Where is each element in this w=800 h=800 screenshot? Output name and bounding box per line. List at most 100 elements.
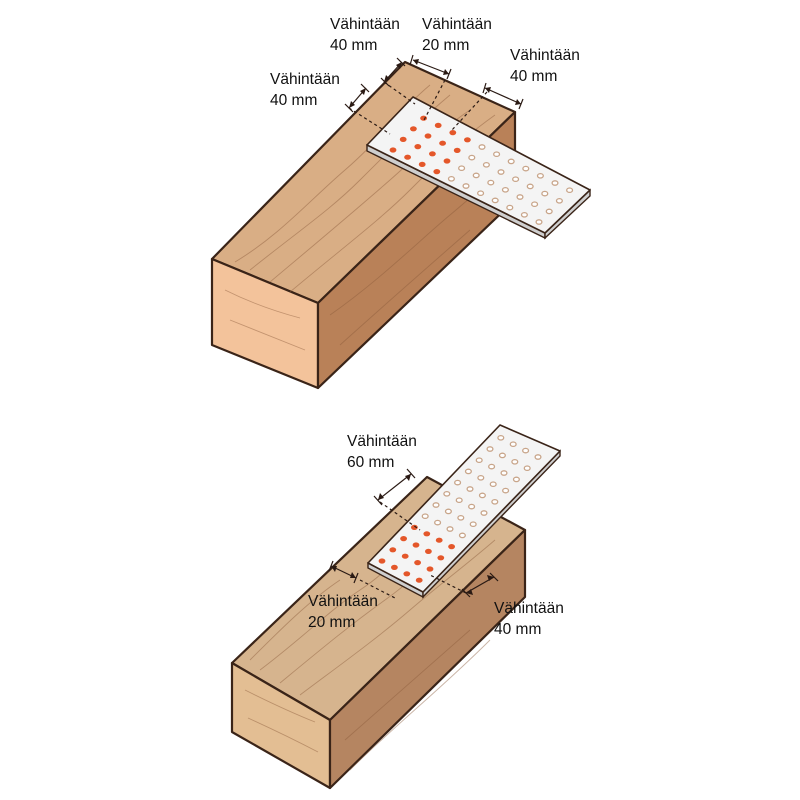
plate-2-hole — [488, 463, 496, 470]
plate-2-nail — [391, 564, 398, 571]
plate-1-nail — [464, 137, 471, 143]
plate-1-hole — [462, 183, 470, 189]
dimension-labels-1: Vähintään 40 mm Vähintään 20 mm Vähintää… — [270, 16, 580, 109]
plate-2-hole — [509, 441, 517, 448]
plate-1-face — [366, 96, 591, 234]
plate-2-hole — [444, 508, 452, 515]
dim-1-d-ext — [451, 91, 488, 131]
dim-1-label-c-line2: 40 mm — [270, 92, 317, 109]
plate-1-hole — [468, 154, 476, 161]
plate-1-hole — [478, 144, 486, 150]
plate-2-hole — [455, 497, 463, 504]
plate-1-hole — [458, 165, 466, 172]
dimension-labels-2: Vähintään 60 mm Vähintään 20 mm Vähintää… — [308, 433, 564, 638]
plate-1-nail — [424, 133, 432, 139]
plate-1-hole — [497, 169, 505, 175]
plate-1-hole — [535, 219, 543, 225]
plate-1-hole — [487, 179, 495, 186]
plate-2-nail — [435, 537, 443, 543]
dim-2-label-c-line2: 40 mm — [494, 621, 541, 638]
plate-1-nail — [429, 151, 436, 157]
plate-2-hole — [498, 452, 506, 459]
plate-2-hole — [534, 454, 542, 460]
plate-1-hole — [555, 197, 563, 204]
plate-2-hole — [502, 487, 510, 494]
plate-1-nail — [449, 130, 457, 136]
beam-2-side-face — [328, 528, 527, 790]
plate-1-hole — [507, 158, 515, 165]
plate-2-nail — [389, 547, 397, 553]
dimension-lines-1 — [344, 54, 524, 135]
plate-1-hole — [526, 183, 534, 190]
diagram-2: Vähintään 60 mm Vähintään 20 mm Vähintää… — [230, 424, 564, 790]
plate-1-nail — [434, 122, 442, 128]
plate-1-holes — [389, 115, 574, 225]
plate-1-nail — [410, 126, 417, 132]
plate-1-hole — [551, 180, 559, 186]
dim-1-label-d-line2: 40 mm — [510, 68, 557, 85]
plate-1-hole — [472, 172, 480, 179]
dim-1-c-ext — [348, 107, 391, 135]
plate-2-nail — [401, 553, 409, 559]
dim-2-a-line — [377, 473, 412, 501]
plate-2-nail — [412, 542, 420, 548]
dim-2-label-b-line1: Vähintään — [308, 593, 378, 610]
plate-1-nail — [418, 161, 426, 167]
plate-1-nail — [443, 158, 451, 164]
plate-2-hole — [497, 434, 505, 441]
plate-1-hole — [491, 197, 499, 204]
plate-2-hole — [489, 481, 497, 488]
diagram-1: Vähintään 40 mm Vähintään 20 mm Vähintää… — [210, 16, 591, 390]
plate-2-hole — [454, 479, 462, 486]
plate-2-hole — [457, 514, 465, 521]
dim-1-e-ext — [422, 79, 446, 123]
plate-1-hole — [541, 190, 549, 197]
plate-2-hole — [475, 457, 483, 464]
plate-2-hole — [443, 490, 451, 497]
plate-1-hole — [477, 190, 485, 197]
plate-1-hole — [447, 175, 455, 182]
dim-1-label-b-line2: 20 mm — [422, 37, 469, 54]
dimension-lines-2 — [328, 468, 499, 599]
dim-1-label-a-line2: 40 mm — [330, 37, 377, 54]
dim-1-label-b-line1: Vähintään — [422, 16, 492, 33]
plate-2-nail — [437, 555, 445, 561]
plate-2-hole — [421, 513, 429, 520]
plate-2-hole — [446, 526, 454, 532]
dim-2-b-ext — [359, 579, 396, 599]
plate-2-hole — [511, 458, 519, 465]
plate-1-hole — [516, 194, 524, 200]
plate-2-hole — [466, 486, 474, 492]
plate-2-nail — [426, 566, 434, 572]
plate-1-nail — [453, 147, 461, 153]
nail-plate-1 — [366, 96, 591, 240]
plate-1-nail — [439, 140, 446, 146]
plate-1-hole — [512, 176, 520, 183]
plate-2-hole — [486, 446, 494, 452]
plate-1-hole — [522, 165, 530, 172]
plate-1-nail — [389, 147, 397, 153]
plate-1-nail — [420, 115, 427, 121]
dim-2-label-a-line2: 60 mm — [347, 454, 394, 471]
plate-2-nail — [378, 558, 386, 564]
plate-2-hole — [434, 519, 442, 526]
plate-2-hole — [477, 474, 485, 481]
dim-1-d-line — [484, 87, 522, 105]
dim-1-arrows — [349, 59, 521, 108]
plate-1-nail — [404, 154, 411, 160]
plate-2-nail — [415, 577, 423, 583]
dim-1-b-line — [412, 59, 450, 75]
plate-1-hole — [506, 204, 514, 211]
plate-1-hole — [531, 201, 539, 208]
plate-1-hole — [501, 186, 509, 193]
plate-2-hole — [522, 447, 530, 454]
plate-1-nail — [399, 136, 407, 142]
plate-2-hole — [491, 498, 499, 505]
plate-2-nail — [411, 524, 418, 531]
plate-2-hole — [432, 502, 440, 508]
plate-1-hole — [536, 172, 544, 179]
dim-1-label-d-line1: Vähintään — [510, 47, 580, 64]
plate-2-hole — [480, 510, 488, 516]
